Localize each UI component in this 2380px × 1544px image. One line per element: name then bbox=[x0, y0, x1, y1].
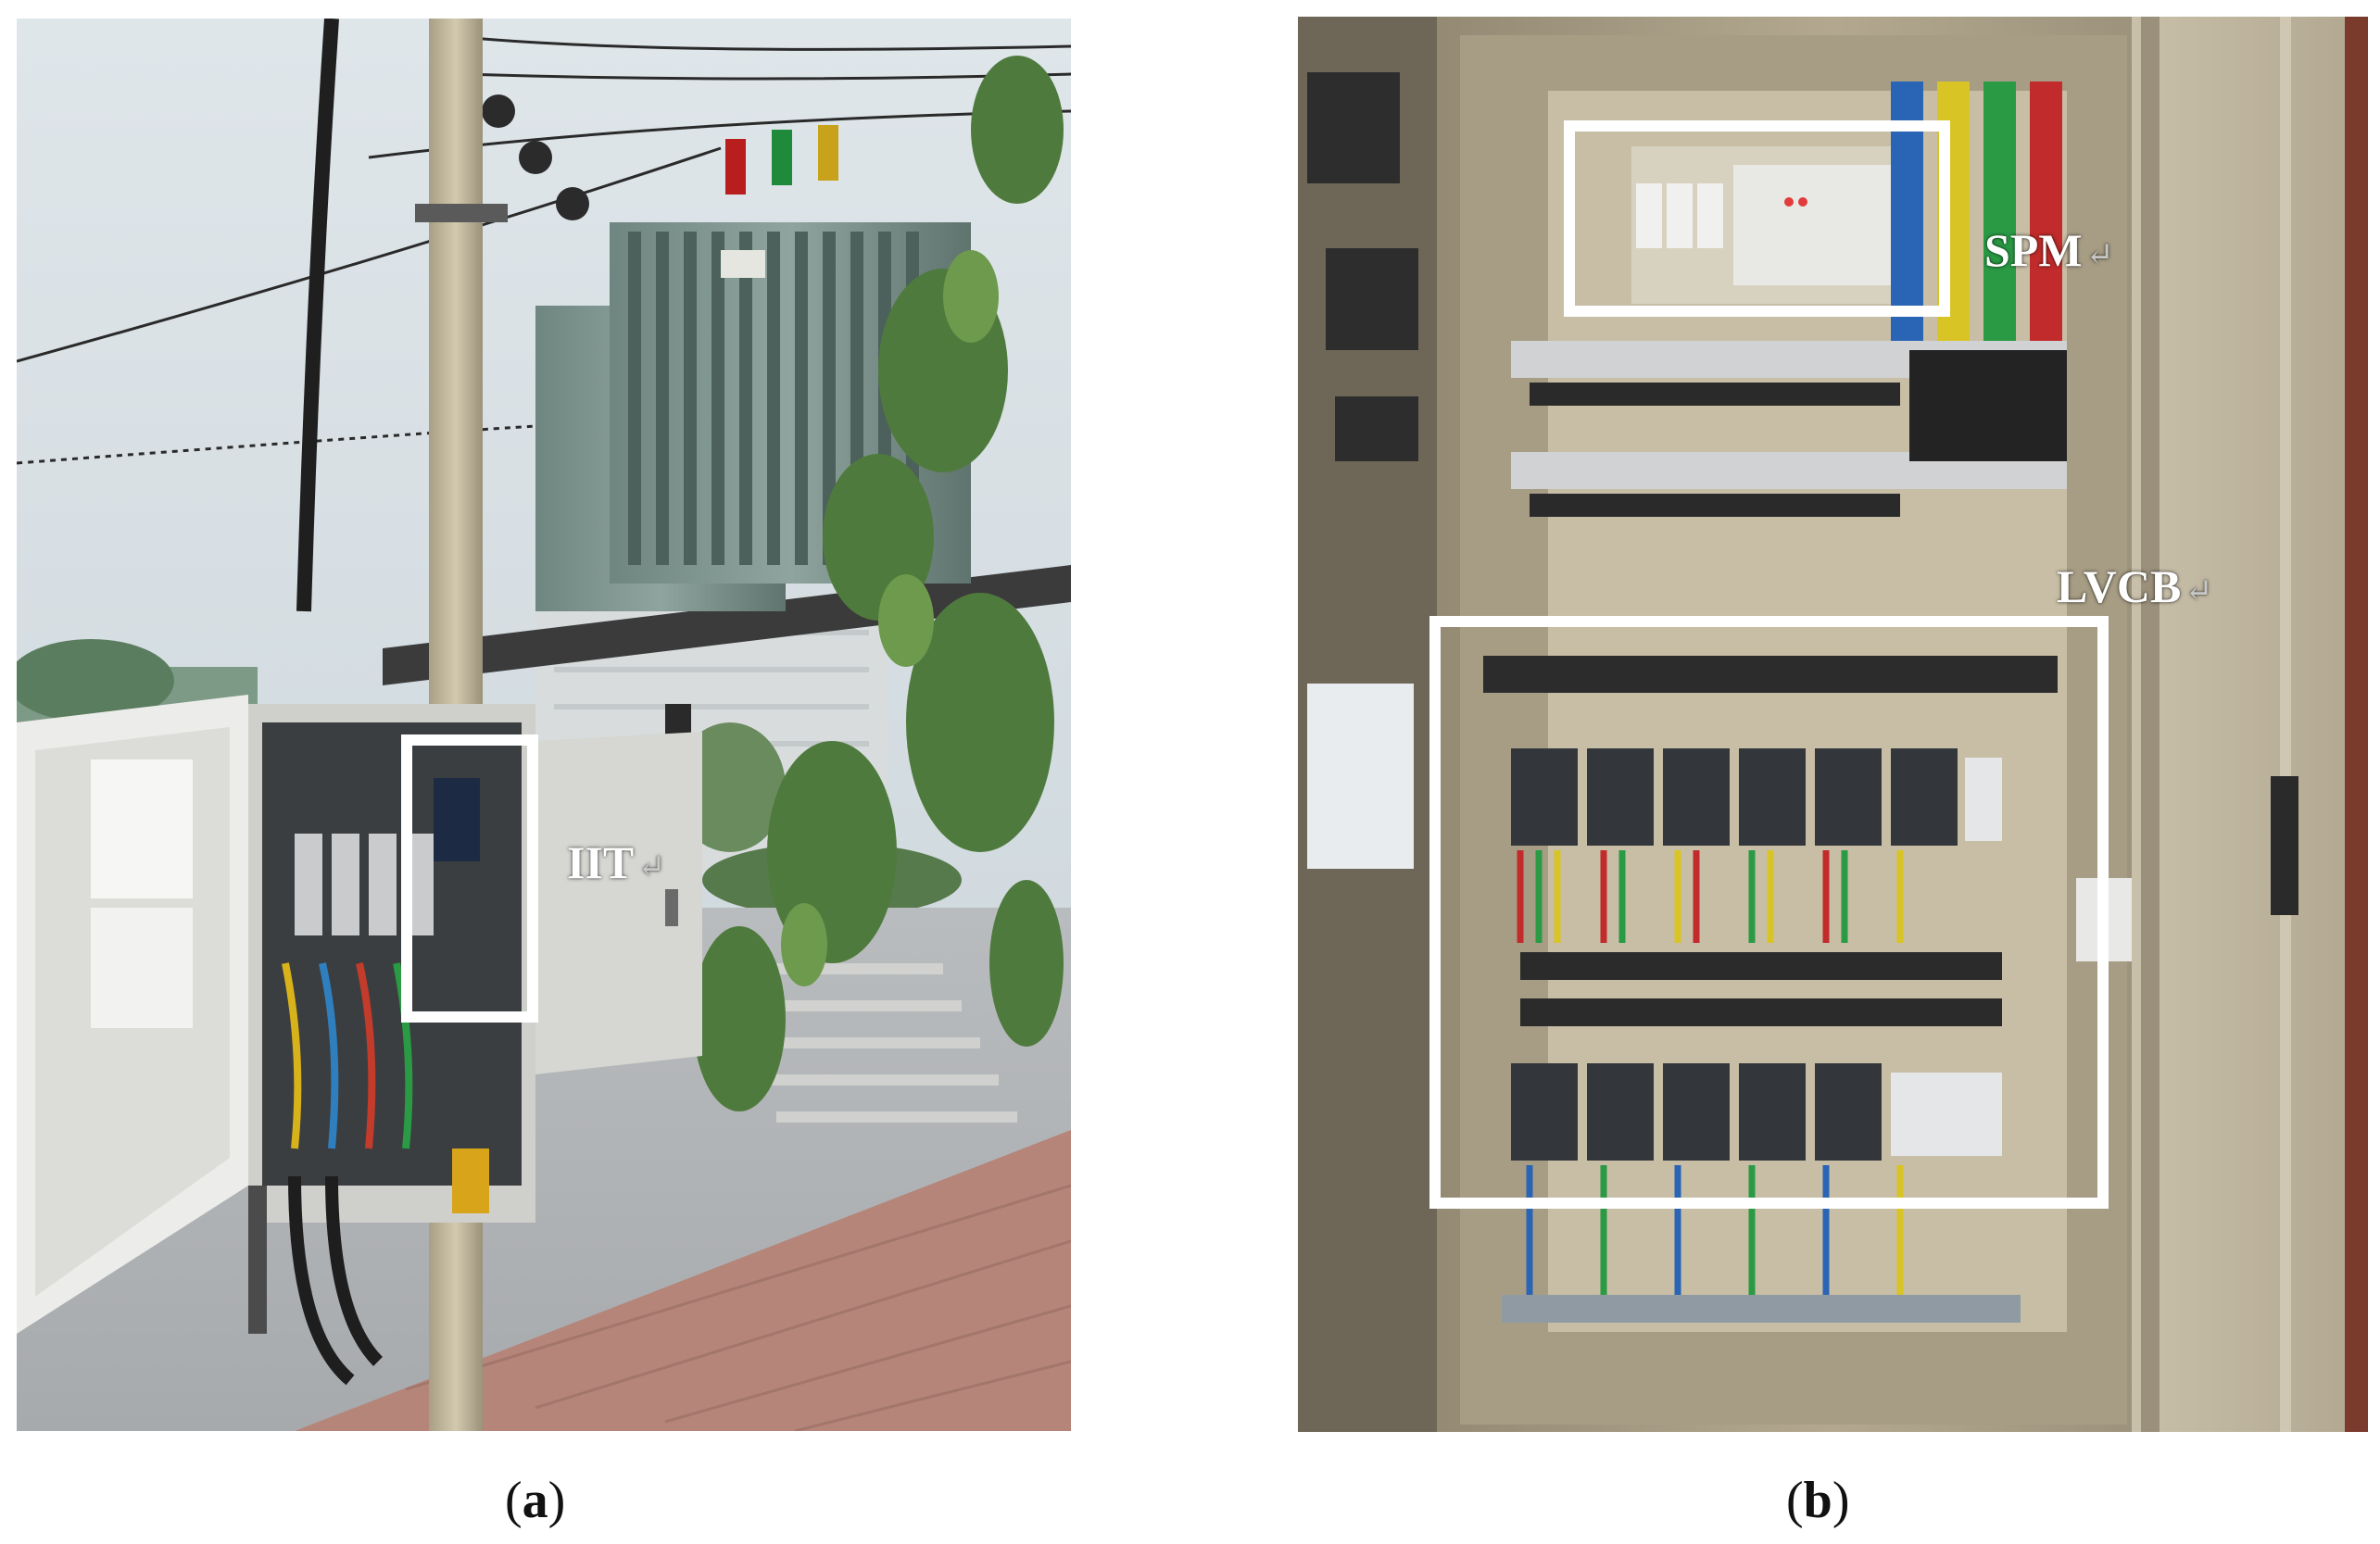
lvcb-label-text: LVCB bbox=[2057, 560, 2182, 612]
spm-label-text: SPM bbox=[1984, 224, 2083, 276]
caption-b-open: ( bbox=[1786, 1472, 1804, 1529]
caption-a-close: ) bbox=[548, 1472, 566, 1529]
spm-return-mark: ↵ bbox=[2085, 236, 2114, 273]
caption-a-letter: a bbox=[522, 1472, 548, 1529]
iit-return-mark: ↵ bbox=[637, 848, 666, 885]
caption-b-close: ) bbox=[1832, 1472, 1850, 1529]
spm-label: SPM↵ bbox=[1984, 227, 2114, 273]
iit-label: IIT↵ bbox=[567, 839, 665, 885]
iit-highlight-box bbox=[401, 734, 538, 1023]
iit-label-text: IIT bbox=[567, 836, 635, 888]
transformer-street-photo bbox=[17, 19, 1071, 1431]
lvcb-highlight-box bbox=[1429, 616, 2109, 1209]
caption-a-open: ( bbox=[505, 1472, 523, 1529]
lvcb-return-mark: ↵ bbox=[2185, 572, 2213, 609]
photo-panel-a bbox=[17, 19, 1071, 1431]
spm-highlight-box bbox=[1564, 120, 1950, 317]
caption-b: (b) bbox=[1786, 1475, 1849, 1526]
caption-b-letter: b bbox=[1803, 1472, 1832, 1529]
lvcb-label: LVCB↵ bbox=[2057, 563, 2213, 609]
caption-a: (a) bbox=[505, 1475, 565, 1526]
